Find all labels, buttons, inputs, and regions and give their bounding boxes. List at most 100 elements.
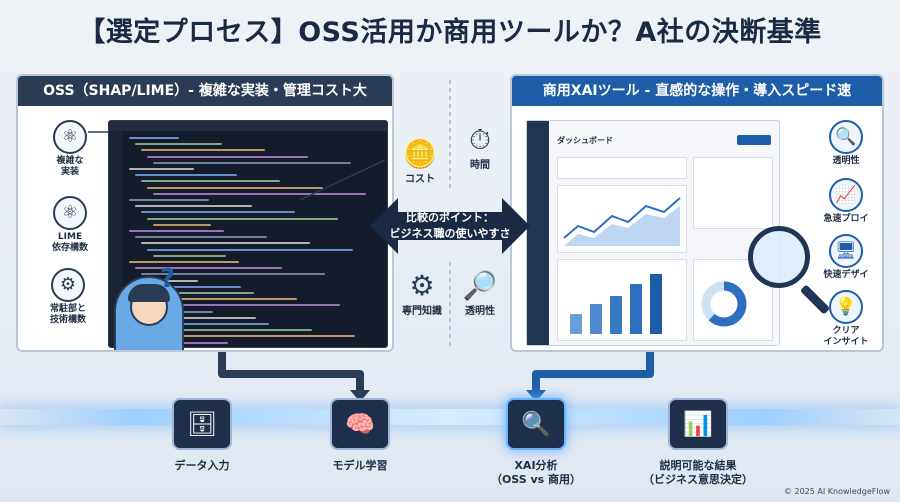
stopwatch-icon: ⏱ [469, 123, 491, 156]
dashboard-button[interactable] [737, 135, 771, 145]
monitor-chart-icon: 🖥 [829, 234, 863, 268]
transparency-label: 透明性 [465, 306, 495, 317]
expertise-item: ⚙ 専門知識 [402, 269, 442, 318]
commercial-panel-header: 商用XAIツール - 直感的な操作・導入スピード速 [512, 76, 882, 106]
page-title: 【選定プロセス】OSS活用か商用ツールか？A社の決断基準 [78, 17, 822, 48]
code-line [153, 285, 241, 288]
code-line [135, 143, 222, 146]
compare-box: 比較のポイント： ビジネス職の使いやすさ [370, 196, 530, 256]
copyright-text: © 2025 AI KnowledgeFlow [783, 487, 890, 496]
code-line [129, 261, 239, 263]
bar-growth-icon: 📊 [683, 410, 713, 438]
oss-item-staff-label: 常駐部と 技術構数 [38, 304, 98, 326]
growth-chart-icon: 📈 [829, 178, 863, 212]
line-chart [563, 197, 681, 246]
code-line [141, 149, 265, 152]
commercial-item-insight: 💡 クリア インサイト [812, 290, 880, 348]
code-line [135, 174, 237, 177]
compare-text: 比較のポイント： ビジネス職の使いやすさ [370, 210, 530, 242]
commercial-item-transparency-label: 透明性 [832, 156, 860, 166]
lightbulb-icon: 💡 [829, 290, 863, 324]
dashboard-title: ダッシュボード [557, 136, 613, 145]
line-chart-card [557, 185, 687, 253]
commercial-item-deploy: 📈 急速プロイ [812, 178, 880, 225]
code-line [153, 161, 351, 164]
code-line [129, 230, 224, 232]
stage-xai-analysis: 🔍 [506, 398, 566, 450]
gear-person-icon: ⚙ [409, 269, 435, 302]
donut-chart [701, 281, 747, 327]
oss-panel-header: OSS（SHAP/LIME）- 複雑な実装・管理コスト大 [18, 76, 392, 106]
oss-item-complex: ⚛ 複雑な 実装 [40, 120, 100, 178]
cost-item: 🪙 コスト [400, 137, 440, 186]
code-line [135, 267, 282, 270]
time-label: 時間 [470, 160, 490, 171]
editor-title-bar [109, 121, 387, 131]
commercial-item-insight-label: クリア インサイト [823, 326, 869, 347]
person-hair [128, 284, 170, 302]
code-line [147, 248, 353, 251]
confused-person-illustration: ? [114, 264, 184, 350]
code-line [135, 329, 312, 332]
code-line [141, 304, 340, 307]
code-line [129, 199, 209, 201]
oss-panel: OSS（SHAP/LIME）- 複雑な実装・管理コスト大 ⚛ 複雑な 実装 ⚛ … [16, 74, 394, 352]
bar-chart [570, 274, 662, 334]
code-line [147, 217, 338, 220]
code-line [141, 211, 295, 214]
expertise-label: 専門知識 [402, 306, 442, 317]
code-line [147, 186, 323, 189]
code-line [153, 254, 226, 257]
code-line [141, 273, 325, 276]
code-line [135, 236, 267, 239]
coins-icon: 🪙 [402, 137, 438, 170]
stage-data-input: 🗄 [172, 398, 232, 450]
analysis-magnifier-icon: 🔍 [521, 410, 551, 438]
code-line [141, 335, 355, 338]
commercial-item-design: 🖥 快速デザイ [812, 234, 880, 281]
code-line [153, 316, 256, 319]
compare-line1: 比較のポイント： [406, 211, 494, 224]
code-line [135, 205, 252, 208]
filter-card [557, 157, 687, 179]
code-line [147, 155, 308, 158]
commercial-item-deploy-label: 急速プロイ [823, 214, 869, 224]
stage-xai-analysis-label: XAI分析 （OSS vs 商用） [490, 459, 582, 486]
commercial-panel: 商用XAIツール - 直感的な操作・導入スピード速 ダッシュボード [510, 74, 884, 352]
oss-item-staff: ⚙ 常駐部と 技術構数 [38, 268, 98, 326]
atom-icon: ⚛ [53, 196, 87, 230]
code-line [153, 192, 366, 195]
brain-icon: 🧠 [345, 410, 375, 438]
code-line [141, 242, 310, 245]
dashboard-mockup: ダッシュボード [526, 120, 780, 346]
commercial-item-transparency: 🔍 透明性 [812, 120, 880, 167]
database-icon: 🗄 [186, 410, 218, 438]
code-line [147, 341, 228, 344]
oss-item-complex-label: 複雑な 実装 [56, 156, 84, 177]
question-mark-icon: ? [160, 264, 176, 294]
code-line [129, 137, 179, 139]
bar-chart-card [557, 259, 687, 341]
stage-model-training: 🧠 [330, 398, 390, 450]
code-line [153, 223, 211, 226]
code-line [141, 180, 280, 183]
code-line [147, 279, 198, 282]
cost-label: コスト [405, 174, 435, 185]
oss-item-lime-label: LIME 依存構数 [51, 232, 88, 253]
code-line [129, 292, 254, 294]
feature-card [693, 157, 773, 229]
oss-item-lime: ⚛ LIME 依存構数 [40, 196, 100, 254]
dashboard-sidebar [527, 121, 549, 345]
compare-double-arrow [370, 198, 530, 254]
time-item: ⏱ 時間 [460, 123, 500, 172]
stage-data-input-label: データ入力 [174, 459, 230, 472]
commercial-item-design-label: 快速デザイ [823, 270, 869, 280]
code-line [129, 323, 269, 325]
code-line [135, 298, 297, 301]
gear-clock-icon: ⚙ [51, 268, 85, 302]
stage-explainable-result: 📊 [668, 398, 728, 450]
pipeline-glow-line [0, 409, 900, 425]
magnifier-illustration [748, 226, 831, 315]
transparency-item: 🔎 透明性 [460, 270, 500, 318]
